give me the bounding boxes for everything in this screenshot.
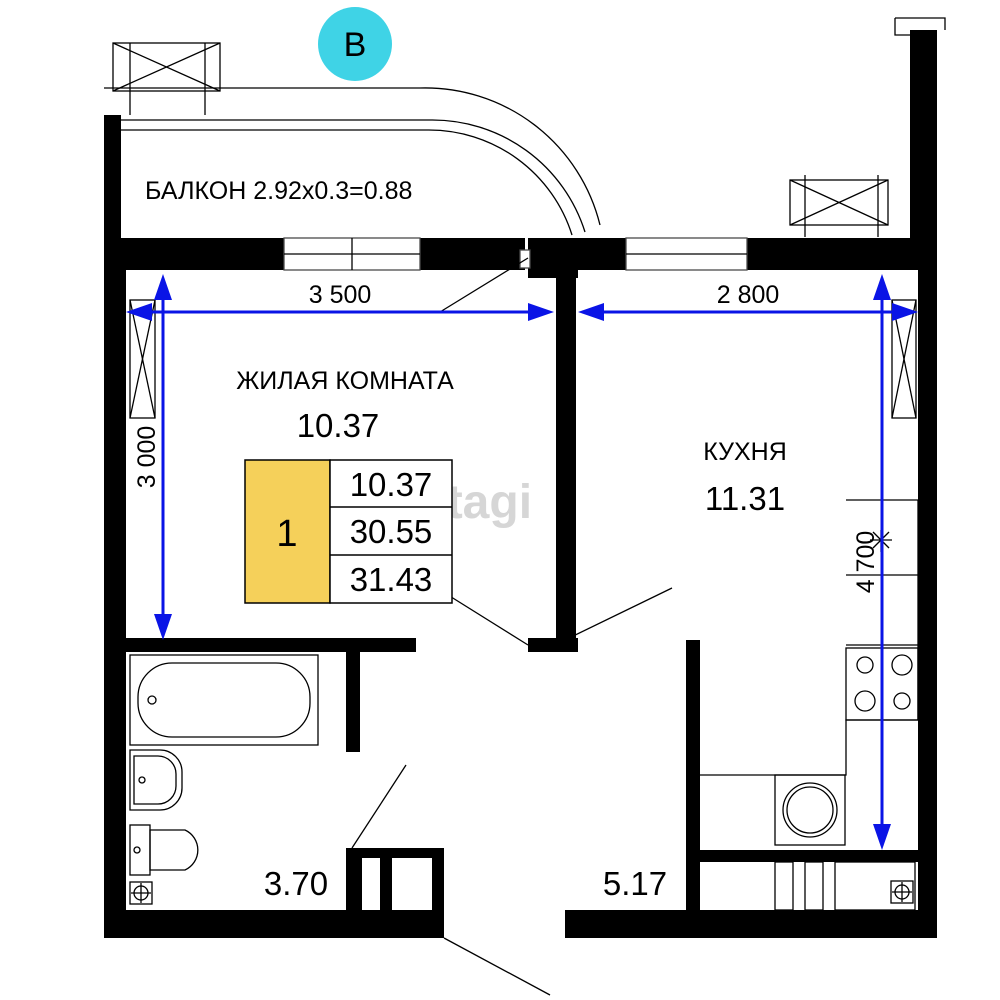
left-wall [104,238,126,938]
ac-unit-right [789,175,889,237]
top-wall-kitchen-right [747,238,937,270]
dimension-kitchen-width: 2 800 [578,281,918,321]
balcony-railing-outer [104,87,601,226]
kitchen-name: КУХНЯ [703,438,787,466]
balcony-railing-inner [121,129,573,236]
kitchen-bottom-wall [700,850,918,862]
drain-icon-kitchen [890,880,914,904]
balcony-door-swing [439,257,529,313]
hall-kitchen-wall [686,640,700,910]
entry-door-swing [443,937,551,996]
living-room-name: ЖИЛАЯ КОМНАТА [236,367,454,395]
section-badge: В [318,7,392,81]
dimension-kitchen-depth: 4 700 [852,274,891,850]
kitchen-width-label: 2 800 [717,281,780,309]
radiator-kitchen [891,299,917,419]
partition-living-kitchen [556,270,576,640]
bathroom-area: 3.70 [264,865,328,902]
top-wall-kitchen-left [578,238,626,270]
sink-icon [129,749,183,811]
top-wall-left [104,238,284,270]
summary-total-with-balcony: 31.43 [350,561,433,598]
kitchen-depth-label: 4 700 [852,531,880,594]
table-pointer [439,589,529,646]
ac-unit-left [112,42,221,115]
bath-door-jamb [346,652,360,752]
balcony-label: БАЛКОН 2.92х0.3=0.88 [145,177,412,205]
section-badge-circle [318,7,392,81]
washing-machine-icon [774,774,846,846]
living-width-label: 3 500 [309,281,372,309]
kitchen-area: 11.31 [705,480,785,517]
summary-total-area: 30.55 [350,513,433,550]
balcony-left-wall [104,115,121,245]
bottom-wall-right [565,910,937,938]
dimension-living-depth: 3 000 [133,274,172,640]
bottom-wall-left [104,910,444,938]
right-wall [918,238,937,938]
dimension-living-width: 3 500 [126,281,554,321]
living-depth-label: 3 000 [133,426,161,489]
windows [283,237,748,271]
summary-living-area: 10.37 [350,466,433,503]
drain-icon [129,881,153,905]
section-badge-letter: В [344,26,367,64]
living-room-area: 10.37 [297,407,380,444]
top-wall-middle [420,238,525,270]
kitchen-door-swing [564,587,673,641]
room-count: 1 [276,513,297,555]
bathtub-icon [129,654,319,746]
right-upper-wall [910,30,937,240]
door-swings [351,257,673,996]
hallway-area: 5.17 [603,865,667,902]
toilet-icon [129,824,199,876]
walls [104,17,946,938]
bath-door-swing [351,764,407,849]
balcony-railing-middle [121,119,586,233]
kitchen-counter [700,499,919,776]
right-top-cap [894,17,946,36]
balcony: БАЛКОН 2.92х0.3=0.88 [104,42,889,245]
partition-foot [528,638,578,652]
partition-living-bath [126,638,416,652]
summary-table: 1 10.37 30.55 31.43 [244,459,453,604]
